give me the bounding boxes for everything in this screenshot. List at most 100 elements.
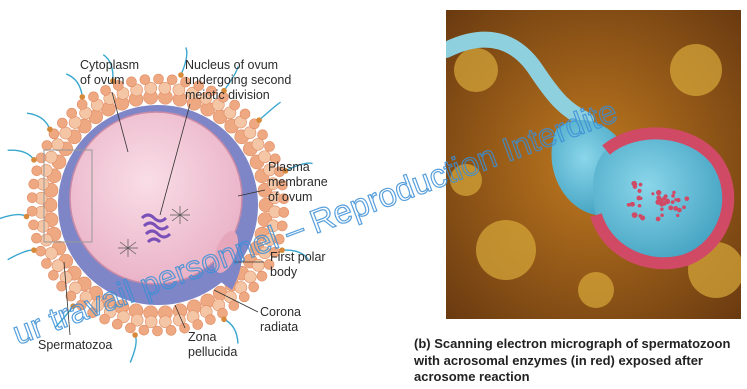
enzyme-dot [630,202,635,207]
corona-cell [244,271,256,283]
sperm-head [47,126,53,132]
enzyme-dot [640,215,645,220]
enzyme-dot [657,197,662,202]
corona-cell [259,247,271,259]
sperm-head [221,317,227,323]
corona-cell [166,325,176,335]
corona-cell [67,108,77,118]
enzyme-dot [627,203,631,207]
corona-cell [154,74,164,84]
enzyme-dot [671,194,675,198]
caption-part: (b) [414,336,431,351]
enzyme-dot [685,196,690,201]
corona-cell [40,234,52,246]
corona-cell [52,260,64,272]
enzyme-dot [632,212,638,218]
corona-cell [125,323,135,333]
corona-cell [167,75,177,85]
corona-cell [32,166,42,176]
corona-cell [41,259,51,269]
corona-cell [240,109,250,119]
enzyme-dot [668,205,673,210]
enzyme-dot [671,200,675,204]
corona-cell [40,164,52,176]
corona-cell [29,179,39,189]
corona-cell [274,234,284,244]
sperm-head [132,332,138,338]
caption-text: Scanning electron micrograph of spermato… [414,336,730,384]
corona-cell [36,246,46,256]
sperm-head [256,117,262,123]
corona-cell [258,130,268,140]
enzyme-dot [664,194,668,198]
corona-cell [36,153,46,163]
sperm-tail [0,215,27,219]
corona-cell [52,139,64,151]
enzyme-dot [660,213,664,217]
sperm-head [70,303,76,309]
enzyme-dot [656,190,661,195]
sperm-head [79,94,85,100]
corona-cell [57,118,67,128]
enzyme-dot [638,204,642,208]
label-polar-body: First polar body [270,250,326,280]
sperm-tail [259,102,280,120]
corona-cell [229,301,239,311]
corona-cell [27,193,37,203]
enzyme-dot [637,189,641,193]
corona-cell [100,314,110,324]
enzyme-dot [674,198,677,201]
corona-cell [257,271,267,281]
label-corona: Corona radiata [260,305,301,335]
label-nucleus: Nucleus of ovum undergoing second meioti… [185,58,291,103]
corona-cell [205,315,215,325]
figure-caption: (b) Scanning electron micrograph of sper… [414,336,744,386]
enzyme-dot [639,183,643,187]
sperm-head [24,214,30,220]
enzyme-dot [656,217,661,222]
corona-cell [252,138,264,150]
sperm-tail [8,150,34,160]
corona-cell [112,319,122,329]
corona-cell [140,75,150,85]
enzyme-dot [677,208,682,213]
label-zona: Zona pellucida [188,330,237,360]
corona-cell [45,151,57,163]
corona-cell [88,92,98,102]
enzyme-dot [682,205,686,209]
corona-cell [29,220,39,230]
sperm-head [31,157,37,163]
corona-cell [45,247,57,259]
corona-cell [264,234,276,246]
corona-cell [57,281,67,291]
electron-micrograph [446,10,741,319]
corona-cell [265,141,275,151]
corona-cell [60,127,72,139]
enzyme-dot [651,192,654,195]
corona-cell [193,320,203,330]
enzyme-dot [639,197,642,200]
corona-cell [152,326,162,336]
corona-cell [277,221,287,231]
corona-cell [249,282,259,292]
sperm-head [178,72,184,78]
sperm-head [31,247,37,253]
sperm-tail [8,250,34,260]
corona-cell [279,207,289,217]
corona-cell [218,308,228,318]
enzyme-dot [672,191,675,194]
corona-cell [42,141,52,151]
enzyme-dot [633,182,637,186]
corona-cell [239,292,249,302]
corona-cell [31,233,41,243]
corona-cell [139,325,149,335]
corona-cell [88,308,98,318]
corona-cell [252,259,264,271]
label-cytoplasm: Cytoplasm of ovum [80,58,139,88]
sperm-tail [130,335,136,363]
enzyme-dot [660,207,664,211]
corona-cell [77,99,87,109]
enzyme-dot [676,214,679,217]
label-spermatozoa: Spermatozoa [38,338,112,353]
